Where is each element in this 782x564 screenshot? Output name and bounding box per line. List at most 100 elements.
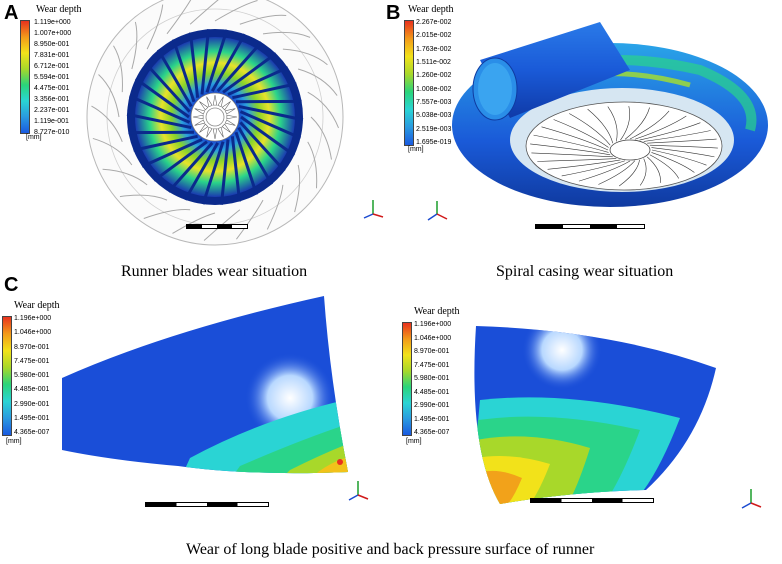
legend-value: 1.007e+000 [34, 30, 72, 37]
guide-vane [92, 137, 133, 166]
panel-label-c: C [4, 274, 19, 296]
axis-triad-b [427, 201, 448, 221]
spiral-runner-blade [639, 158, 647, 186]
guide-vane [266, 184, 284, 230]
legend-value: 1.119e-001 [34, 118, 69, 125]
legend-value: 8.727e-010 [34, 129, 70, 136]
legend-value: 1.046e+000 [14, 329, 52, 337]
spiral-runner-blade [587, 108, 614, 144]
legend-value: 1.196e+000 [414, 321, 452, 328]
guide-vane [113, 45, 123, 93]
runner-blade [222, 52, 277, 94]
blade-back-surface-model [474, 326, 717, 504]
spiral-runner-blade [643, 130, 711, 142]
spiral-runner-blade [634, 115, 687, 140]
guide-vane [214, 0, 258, 22]
guide-vane [102, 168, 148, 186]
spiral-runner-blade [541, 126, 609, 151]
runner-blade [232, 82, 297, 100]
legend-c-left-color-bar [2, 316, 12, 436]
runner-blade [183, 142, 220, 201]
guide-vane [98, 74, 120, 118]
runner-blade [128, 94, 191, 124]
guide-vane [307, 91, 339, 129]
runner-blade [153, 140, 208, 182]
runner-blade [188, 32, 200, 98]
hub-tooth [224, 108, 236, 115]
guide-vane [131, 21, 138, 70]
legend-a-unit: [mm] [26, 134, 42, 141]
legend-value: 1.260e-002 [416, 72, 452, 80]
runner-blade [144, 62, 191, 113]
legend-value: 4.485e-001 [414, 388, 450, 396]
legend-value: 1.046e+000 [414, 334, 452, 342]
runner-blade [239, 121, 286, 172]
guide-vane [307, 141, 318, 189]
spiral-runner-blade [531, 152, 613, 158]
legend-c-left-unit: [mm] [6, 438, 22, 445]
runner-blade [141, 138, 203, 168]
legend-value: 2.237e-001 [34, 107, 70, 114]
legend-value: 3.356e-001 [34, 96, 70, 103]
runner-blade [171, 38, 196, 103]
hub-tooth [221, 123, 231, 133]
scale-bar-a [186, 220, 266, 234]
legend-value: 1.495e-001 [14, 414, 50, 422]
guide-vane [294, 164, 301, 213]
legend-value: 2.519e-003 [416, 125, 452, 133]
legend-c-right-color-bar [402, 322, 412, 436]
hub-tooth [221, 101, 231, 111]
legend-value: 1.695e-019 [416, 139, 452, 146]
guide-vane [310, 116, 332, 160]
legend-value: 2.267e-002 [416, 19, 452, 26]
legend-value: 4.365e-007 [414, 429, 450, 436]
legend-value: 1.008e-002 [416, 85, 452, 93]
spiral-runner-blade [598, 160, 636, 185]
legend-a-title: Wear depth [36, 4, 82, 15]
hub-tooth [224, 119, 236, 126]
legend-value: 5.980e-001 [414, 375, 450, 382]
legend-value: 4.365e-007 [14, 429, 50, 436]
spiral-runner-blade [530, 143, 611, 156]
runner-blade [237, 126, 274, 185]
hub-tooth [212, 128, 218, 140]
spiral-runner-blade [647, 138, 717, 144]
runner-blade [227, 66, 289, 96]
guide-vane [119, 194, 168, 201]
spiral-runner-blade [639, 122, 701, 141]
guide-vane [203, 209, 241, 241]
caption-b: Spiral casing wear situation [496, 263, 674, 280]
hub-tooth [206, 126, 213, 138]
runner-blade [238, 104, 304, 122]
legend-b-color-bar [404, 20, 414, 146]
hub-tooth [226, 114, 238, 120]
panel-label-b: B [386, 2, 401, 24]
runner-blade [134, 77, 190, 119]
guide-vane [143, 209, 191, 219]
guide-vane [282, 48, 328, 66]
runner-blades-model [86, 0, 344, 246]
legend-value: 2.990e-001 [14, 400, 50, 408]
legend-value: 5.594e-001 [34, 74, 70, 81]
spiral-runner-blade [547, 159, 621, 170]
legend-value: 2.015e-002 [416, 32, 452, 40]
legend-value: 1.495e-001 [414, 415, 450, 423]
scale-bar-c-left [145, 498, 275, 512]
axis-triad-a [363, 200, 384, 219]
guide-vane [189, 0, 219, 25]
runner-blade [234, 131, 259, 196]
spiral-casing-model [452, 22, 768, 207]
guide-vane [239, 14, 287, 25]
runner-blade [210, 33, 247, 92]
spiral-runner-blade [624, 107, 650, 140]
legend-c-right-unit: [mm] [406, 438, 422, 445]
guide-vane [91, 105, 123, 143]
guide-vane [236, 199, 264, 240]
spiral-runner-blade [619, 159, 640, 187]
runner-blade [201, 141, 225, 205]
legend-a-color-bar [20, 20, 30, 134]
